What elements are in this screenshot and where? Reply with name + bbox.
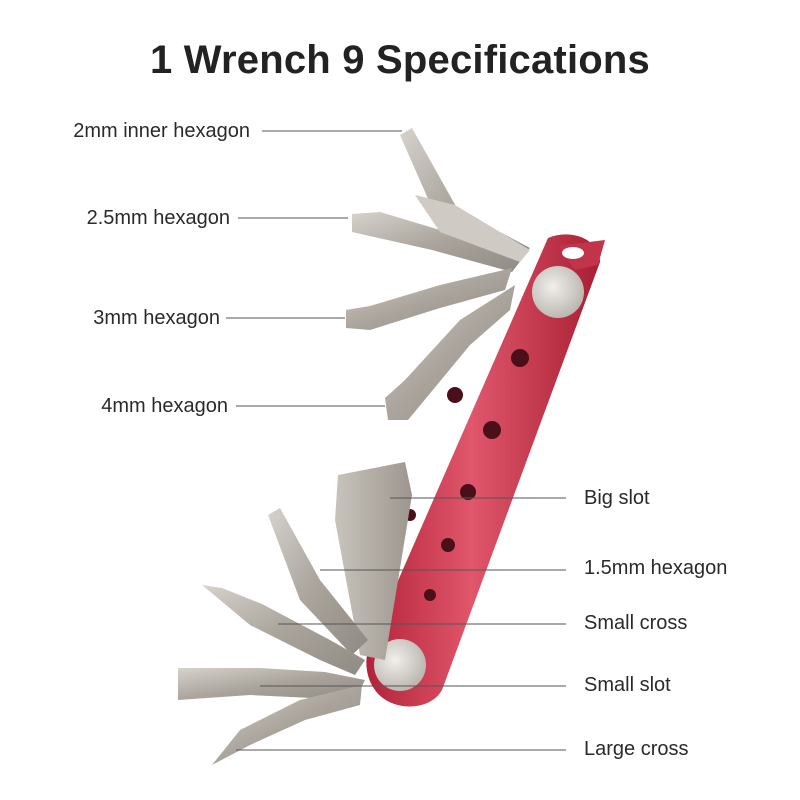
- label-big-slot: Big slot: [584, 487, 650, 509]
- leader-lines: [226, 130, 566, 751]
- lower-tool-group: [178, 508, 368, 765]
- label-1-5mm-hexagon: 1.5mm hexagon: [584, 557, 728, 579]
- label-2mm-inner-hexagon: 2mm inner hexagon: [73, 120, 250, 142]
- upper-tool-group: [346, 128, 530, 420]
- handle: [366, 234, 605, 707]
- top-rivet-icon: [532, 266, 584, 318]
- page-title: 1 Wrench 9 Specifications: [150, 38, 650, 82]
- label-small-slot: Small slot: [584, 674, 671, 696]
- label-small-cross: Small cross: [584, 612, 688, 634]
- label-3mm-hexagon: 3mm hexagon: [93, 307, 220, 329]
- bottom-rivet-icon: [374, 639, 426, 691]
- label-2-5mm-hexagon: 2.5mm hexagon: [86, 207, 230, 229]
- label-large-cross: Large cross: [584, 738, 689, 760]
- big-slot-blade: [335, 462, 412, 660]
- label-4mm-hexagon: 4mm hexagon: [101, 395, 228, 417]
